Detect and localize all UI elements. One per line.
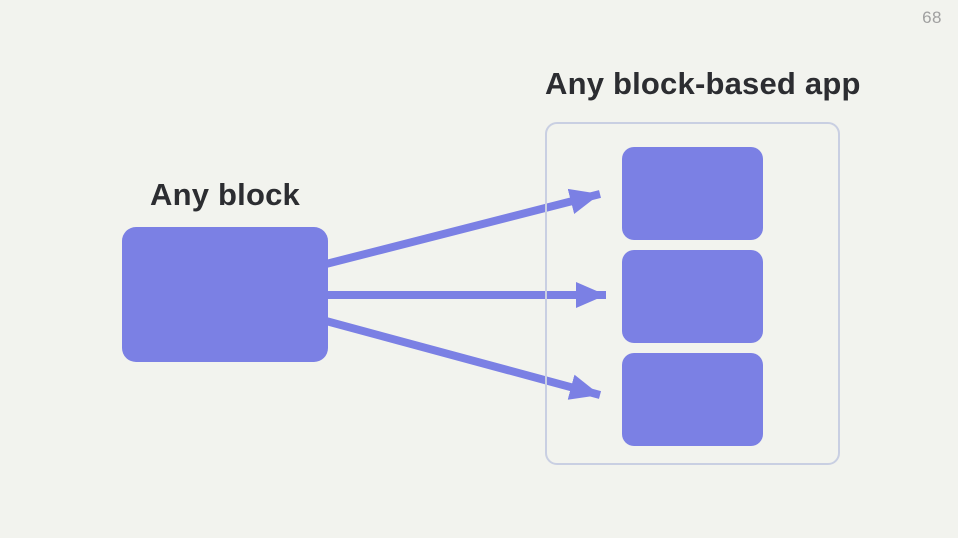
target-app-title: Any block-based app	[545, 66, 861, 101]
page-number: 68	[922, 8, 942, 27]
app-block-1	[622, 147, 763, 240]
app-container	[545, 122, 840, 465]
source-block	[122, 227, 328, 362]
app-block-3	[622, 353, 763, 446]
app-block-2	[622, 250, 763, 343]
source-block-label: Any block	[150, 177, 300, 212]
